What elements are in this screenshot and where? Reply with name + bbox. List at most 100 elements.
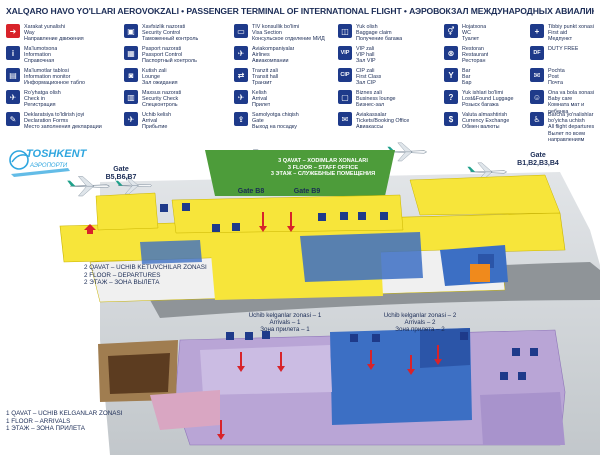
legend-item: ⊗ Restoran Restaurant Ресторан: [444, 46, 548, 68]
business-lounge-icon: ▢: [338, 90, 352, 104]
first-aid-icon: +: [530, 24, 544, 38]
legend-label: Yuk ishlari bo'limi Lost&Found Luggage Р…: [462, 90, 514, 109]
legend-item: $ Valuta almashtirish Currency Exchange О…: [444, 112, 548, 134]
arrivals-floor-label: 1 QAVAT – UCHIB KELGANLAR ZONASI 1 FLOOR…: [6, 410, 123, 432]
post-icon: ✉: [530, 68, 544, 82]
arrivals-floor: [98, 328, 566, 446]
airplane-b4: [466, 162, 508, 182]
legend-label: Ro'yhatga olish Check in Регистрация: [24, 90, 61, 109]
legend-item: ?Yuk ishlari bo'limi Lost&Found Luggage …: [444, 90, 548, 112]
gate-b1-b4-label: Gate B1,B2,B3,B4: [517, 152, 559, 167]
arrival-icon: ✈: [124, 112, 138, 126]
arrivals-zone-1-label: Uchib kelganlar zonasi – 1 Arrivals – 1 …: [248, 312, 322, 334]
legend-item: ▢ Biznes zali Business lounge Бизнес-зал: [338, 90, 442, 112]
info-icon: i: [6, 46, 20, 60]
bar-icon: Y: [444, 68, 458, 82]
legend-label: Tranzit zali Transit hall Транзит: [252, 68, 279, 87]
map-title: XALQARO HAVO YO'LLARI AEROVOKZALI • PASS…: [6, 6, 594, 16]
legend-label: Xavfsizlik nazorati Security Control Там…: [142, 24, 199, 43]
legend-label: Maxsus nazorati Security Check Спецконтр…: [142, 90, 182, 109]
declaration-icon: ✎: [6, 112, 20, 126]
currency-exchange-icon: $: [444, 112, 458, 126]
legend-label: Barcha yo'nalishlar bo'yicha uchish All …: [548, 112, 595, 143]
baby-care-icon: ☺: [530, 90, 544, 104]
legend-item: ◫ Yuk olish Baggage claim Получение багаж…: [338, 24, 442, 46]
legend-label: Kelish Arrival Прилет: [252, 90, 271, 109]
duty-free-icon: DF: [530, 46, 544, 60]
legend-item: CIP CIP zali First Class Зал CIP: [338, 68, 442, 90]
legend-item: ▦ Pasport nazorati Passport Control Паспо…: [124, 46, 228, 68]
legend-item: ⚥ Hojatxona WC Туалет: [444, 24, 548, 46]
legend-label: Pasport nazorati Passport Control Паспор…: [142, 46, 197, 65]
staff-office-label: 3 QAVAT – XODIMLAR XONALARI 3 FLOOR – ST…: [270, 158, 376, 178]
transit-hall-icon: ⇄: [234, 68, 248, 82]
legend-item: ✎ Deklaratsiya to'ldirish joyi Declaratio…: [6, 112, 110, 134]
legend-label: Ma'lumotxona Information Справочная: [24, 46, 58, 65]
legend-label: TIV konsullik bo'limi Visa Section Консу…: [252, 24, 325, 43]
legend-label: CIP zali First Class Зал CIP: [356, 68, 382, 87]
exit-arrow-icon: ➜: [6, 24, 20, 38]
logo-subtitle: АЭРОПОРТИ: [30, 163, 68, 169]
disabled-access-icon: ♿: [530, 112, 544, 126]
legend-item: ⇪ Samolyotga chiqish Gate Выход на посадк…: [234, 112, 338, 134]
legend-item: Y Bar Bar Бар: [444, 68, 548, 90]
toilet-icon: ⚥: [444, 24, 458, 38]
legend-label: Ona va bola xonasi Baby care Комната мат…: [548, 90, 595, 115]
legend-label: Aviakompaniyalar Airlines Авиакомпании: [252, 46, 295, 65]
legend-label: DUTY FREE: [548, 46, 579, 52]
passport-control-icon: ▦: [124, 46, 138, 60]
legend-item: ✈ Uchib kelish Arrival Прибытие: [124, 112, 228, 134]
legend-item: ✉Pochta Post Почта: [530, 68, 596, 90]
legend-label: Tibbiy punkt xonasi First aid Медпункт: [548, 24, 594, 43]
logo-emblem: [9, 150, 70, 177]
legend-item: ➜ Xarakat yunalishi Way Направление движе…: [6, 24, 110, 46]
legend-item: ✈ Aviakompaniyalar Airlines Авиакомпании: [234, 46, 338, 68]
legend-item: + Tibbiy punkt xonasi First aid Медпункт: [530, 24, 596, 46]
apron: [100, 172, 600, 455]
legend-item: ✈ Ro'yhatga olish Check in Регистрация: [6, 90, 110, 112]
logo-name: TOSHKENT: [26, 148, 87, 160]
legend-label: Restoran Restaurant Ресторан: [462, 46, 489, 65]
restaurant-icon: ⊗: [444, 46, 458, 60]
legend-label: Deklaratsiya to'ldirish joyi Declaration…: [24, 112, 102, 131]
gate-b9-label: Gate B9: [293, 188, 321, 195]
legend-item: ▥Maxsus nazorati Security Check Спецконт…: [124, 90, 228, 112]
legend-item: ✈ Kelish Arrival Прилет: [234, 90, 338, 112]
gate-b5-b7-label: Gate B5,B6,B7: [105, 166, 137, 181]
legend-label: Uchib kelish Arrival Прибытие: [142, 112, 172, 131]
lounge-icon: ◙: [124, 68, 138, 82]
legend-label: Samolyotga chiqish Gate Выход на посадку: [252, 112, 299, 131]
legend-item: ◙ Kutish zali Lounge Зал ожидания: [124, 68, 228, 90]
gate-icon: ⇪: [234, 112, 248, 126]
arrival-hall-icon: ✈: [234, 90, 248, 104]
legend-label: Aviakassalar Tickets/Booking Office Авиа…: [356, 112, 410, 131]
legend-label: Xarakat yunalishi Way Направление движен…: [24, 24, 84, 43]
legend-label: Biznes zali Business lounge Бизнес-зал: [356, 90, 396, 109]
vip-hall-icon: VIP: [338, 46, 352, 60]
legend-item: ⇄ Tranzit zali Transit hall Транзит: [234, 68, 338, 90]
airport-logo: TOSHKENT АЭРОПОРТИ: [8, 146, 98, 180]
legend-item: DF DUTY FREE: [530, 46, 596, 68]
legend-label: Bar Bar Бар: [462, 68, 472, 87]
cip-hall-icon: CIP: [338, 68, 352, 82]
arrivals-zone-2-label: Uchib kelganlar zonasi – 2 Arrivals – 2 …: [383, 312, 457, 334]
legend-label: Hojatxona WC Туалет: [462, 24, 487, 43]
legend-item: i Ma'lumotxona Information Справочная: [6, 46, 110, 68]
security-control-icon: ▣: [124, 24, 138, 38]
legend-label: Kutish zali Lounge Зал ожидания: [142, 68, 178, 87]
legend-item: ▭ TIV konsullik bo'limi Visa Section Конс…: [234, 24, 338, 46]
legend-item: ✉ Aviakassalar Tickets/Booking Office Ави…: [338, 112, 442, 134]
check-in-icon: ✈: [6, 90, 20, 104]
airline-office-icon: ✈: [234, 46, 248, 60]
departures-floor-label: 2 QAVAT – UCHIB KETUVCHILAR ZONASI 2 FLO…: [84, 264, 207, 286]
ticket-office-icon: ✉: [338, 112, 352, 126]
legend-label: Valuta almashtirish Currency Exchange Об…: [462, 112, 510, 131]
legend-item: ☺ Ona va bola xonasi Baby care Комната ма…: [530, 90, 596, 115]
legend: ➜ Xarakat yunalishi Way Направление движе…: [6, 24, 596, 148]
baggage-claim-icon: ◫: [338, 24, 352, 38]
visa-section-icon: ▭: [234, 24, 248, 38]
legend-label: Yuk olish Baggage claim Получение багажа: [356, 24, 403, 43]
service-icons: [160, 203, 538, 380]
legend-item: ▣ Xavfsizlik nazorati Security Control Та…: [124, 24, 228, 46]
